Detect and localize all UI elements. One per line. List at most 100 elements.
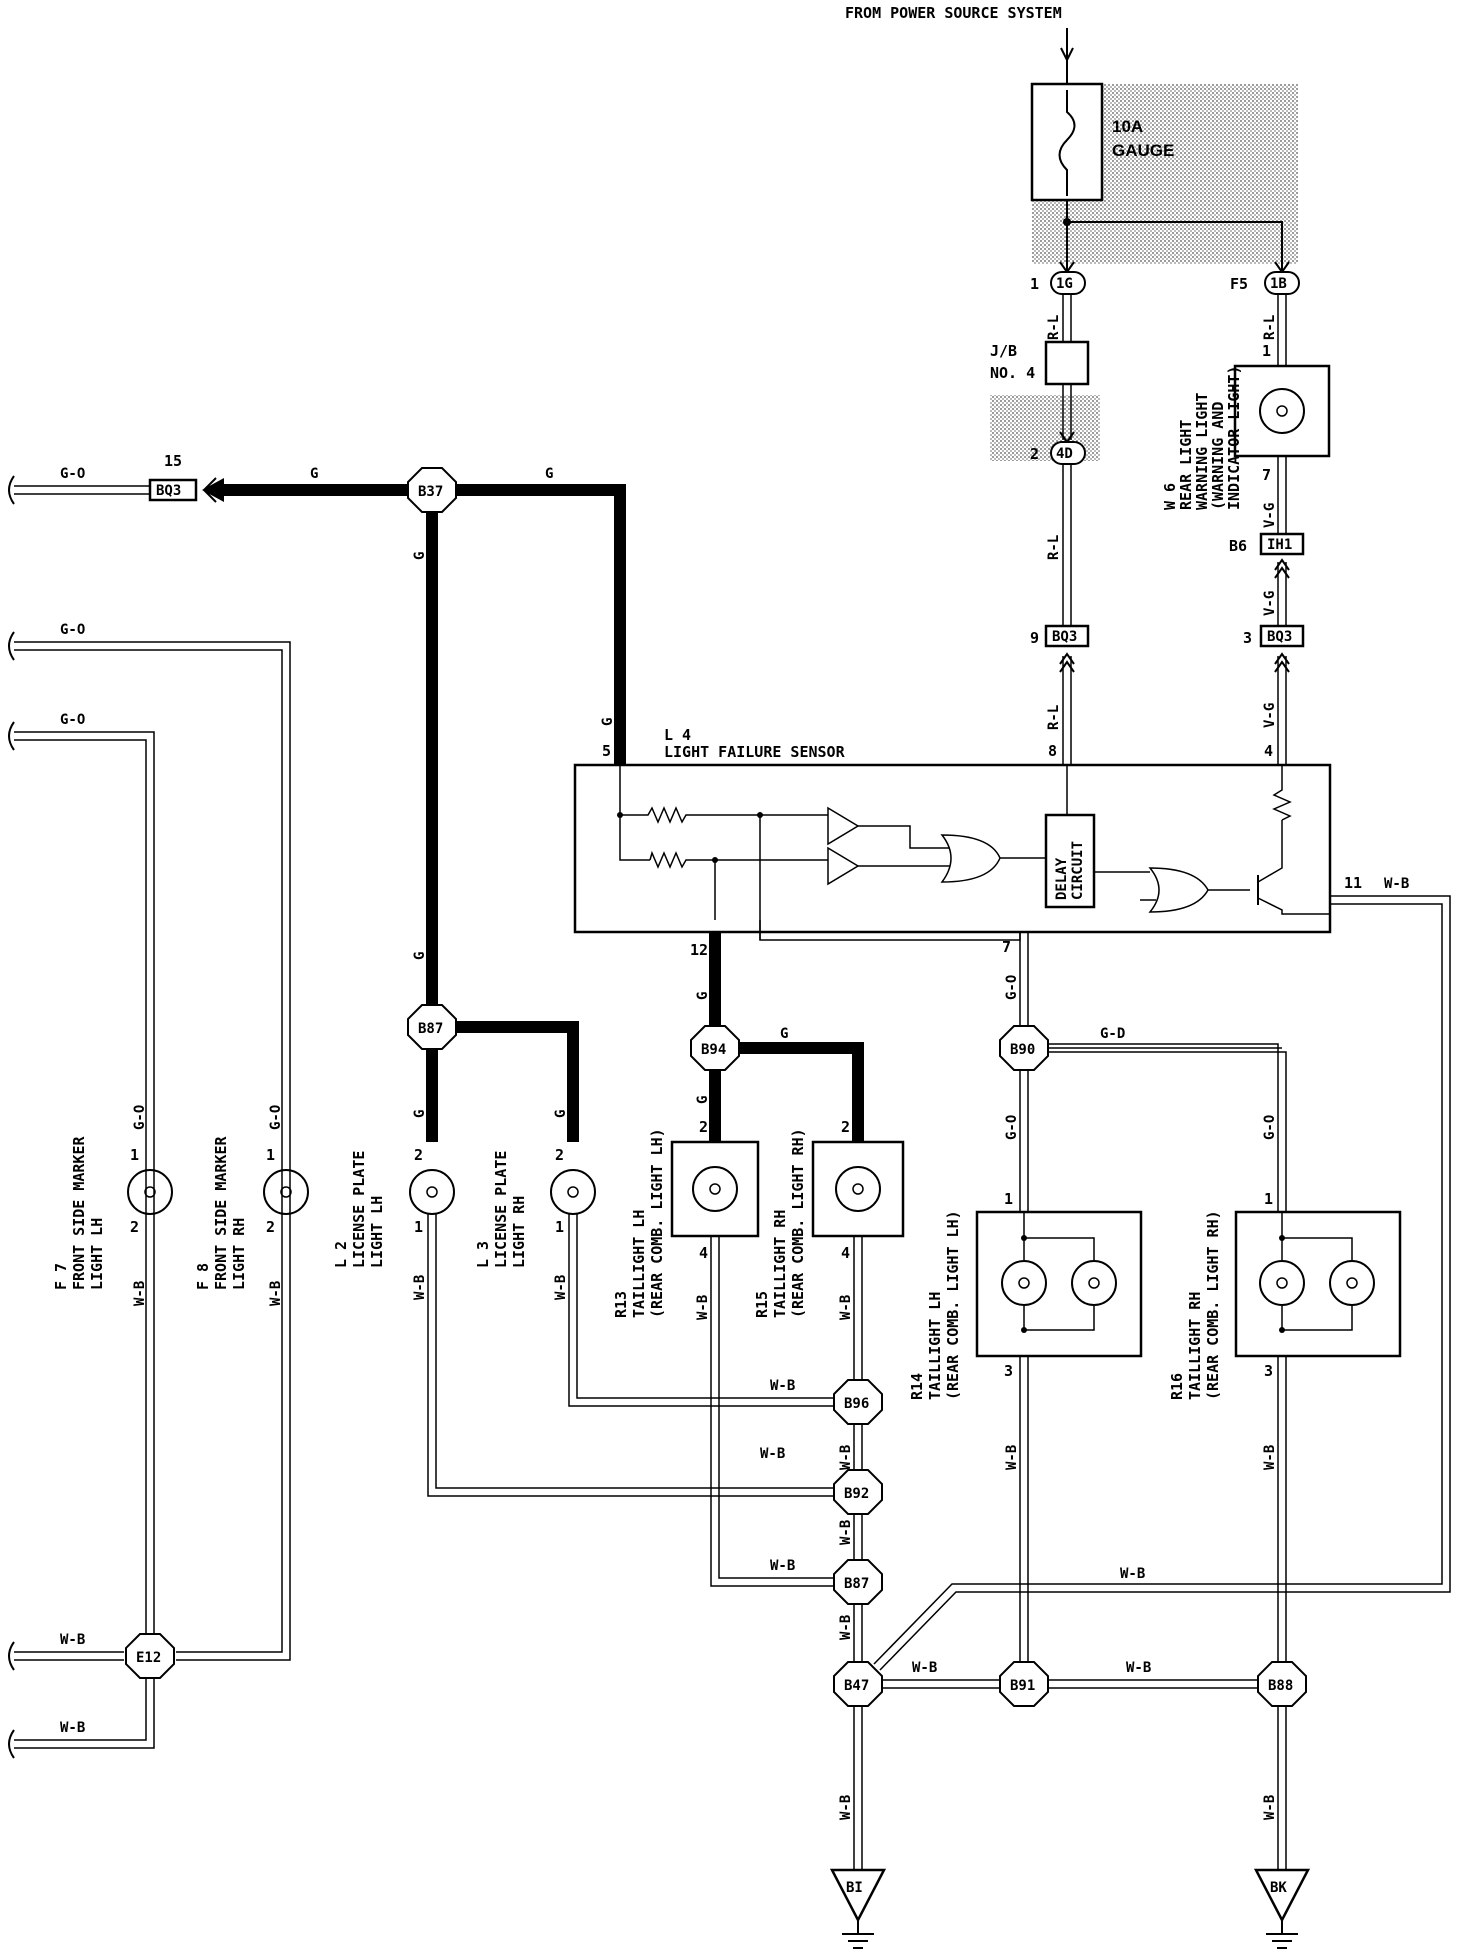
r16-pin-1: 1 — [1264, 1190, 1273, 1208]
wire-label-go-r16: G-O — [1262, 1115, 1278, 1140]
wire-label-rl-w6: R-L — [1262, 315, 1278, 340]
f8-bulb-icon — [263, 1169, 309, 1215]
f7-bulb-filament — [144, 1186, 156, 1198]
wire-label-vg-mid: V-G — [1262, 591, 1278, 616]
wire-label-wb-pin11: W-B — [1384, 876, 1409, 892]
wire-label-g-8: G — [695, 992, 711, 1000]
node-b47-label: B47 — [844, 1678, 869, 1694]
wire-label-g-1: G — [310, 466, 318, 482]
wire-label-go-f8b: G-O — [268, 1105, 284, 1130]
resistor-1-icon — [620, 806, 761, 940]
sensor-pin-8: 8 — [1048, 742, 1057, 760]
wire-break-icon — [8, 721, 15, 751]
gd-wire-b — [1040, 1051, 1287, 1212]
r14-pin-1: 1 — [1004, 1190, 1013, 1208]
node-b37: B37 — [407, 467, 457, 513]
node-e12: E12 — [125, 1633, 175, 1679]
wire-label-wb-l2: W-B — [412, 1275, 428, 1300]
r14-bulb-2-icon — [1071, 1260, 1117, 1306]
connector-ih1-label: IH1 — [1267, 537, 1292, 553]
or-gate-1-icon — [940, 834, 1001, 883]
connector-1g-label: 1G — [1056, 276, 1073, 292]
connector-4d-label: 4D — [1056, 446, 1073, 462]
sensor-pin-4: 4 — [1264, 742, 1273, 760]
sensor-pin-11: 11 — [1344, 874, 1362, 892]
wire-label-go-f7b: G-O — [132, 1105, 148, 1130]
f7-line2: LIGHT LH — [88, 1218, 106, 1290]
wb-wire-l2-b — [435, 1214, 838, 1489]
r15-pin-4: 4 — [841, 1244, 850, 1262]
wire-label-wb-f8: W-B — [268, 1281, 284, 1306]
ground-bi-label: BI — [846, 1880, 863, 1896]
wb-wire-l2-a — [427, 1214, 838, 1497]
r15-id: R15 — [753, 1291, 771, 1318]
f8-bulb-filament — [280, 1186, 292, 1198]
node-b96-label: B96 — [844, 1396, 869, 1412]
node-b87-top-label: B87 — [418, 1021, 443, 1037]
r14-bulb-1-filament — [1018, 1277, 1030, 1289]
w6-pin-7: 7 — [1262, 466, 1271, 484]
r14-bulb-2-filament — [1088, 1277, 1100, 1289]
jb-no4-block — [1044, 340, 1090, 386]
f8-line2: LIGHT RH — [230, 1218, 248, 1290]
node-b92-label: B92 — [844, 1486, 869, 1502]
bq3-mid-arrow2 — [1059, 660, 1075, 673]
node-b94-label: B94 — [701, 1042, 726, 1058]
comp1-out — [858, 825, 950, 849]
wb-wire-r13-b — [718, 1236, 838, 1579]
wire-label-g-3: G — [600, 718, 616, 726]
wire-label-go-r14: G-O — [1004, 1115, 1020, 1140]
ground-bk-label: BK — [1270, 1880, 1287, 1896]
wire-label-g-4: G — [412, 552, 428, 560]
go-wire-f7-b — [14, 739, 147, 1642]
node-b90-label: B90 — [1010, 1042, 1035, 1058]
wire-break-icon — [8, 1641, 15, 1671]
r13-box — [670, 1140, 760, 1238]
w6-bulb-icon — [1259, 388, 1305, 434]
connector-bq3-right — [1259, 624, 1305, 648]
l3-bulb-filament — [567, 1186, 579, 1198]
wire-label-vg-top: V-G — [1262, 503, 1278, 528]
node-b87-bottom-label: B87 — [844, 1576, 869, 1592]
fuse-symbol — [1058, 90, 1076, 196]
ih1-arrow2 — [1274, 566, 1290, 579]
f8-id: F 8 — [194, 1263, 212, 1290]
r16-line1: TAILLIGHT RH — [1186, 1292, 1204, 1400]
wire-break-icon — [8, 475, 15, 505]
ground-bi-icon — [829, 1868, 887, 1923]
node-b88: B88 — [1257, 1661, 1307, 1707]
wire-label-wb-trunk2: W-B — [838, 1520, 854, 1545]
wire-label-go-f7: G-O — [60, 712, 85, 728]
wire-label-g-9: G — [695, 1096, 711, 1104]
r13-pin-2: 2 — [699, 1118, 708, 1136]
wire-label-g-5: G — [412, 952, 428, 960]
l2-line1: LICENSE PLATE — [350, 1151, 368, 1268]
connector-bq3-right-label: BQ3 — [1267, 629, 1292, 645]
go-wire-f8-a — [14, 641, 291, 1661]
sensor-pin-7: 7 — [1002, 938, 1011, 956]
wire-label-go-top: G-O — [60, 466, 85, 482]
r13-line1: TAILLIGHT LH — [630, 1210, 648, 1318]
l3-pin-2: 2 — [555, 1146, 564, 1164]
wire-label-wb-r15: W-B — [838, 1295, 854, 1320]
transistor-emitter — [1257, 897, 1330, 915]
w6-warning-light-box — [1233, 364, 1331, 458]
wire-break-icon — [8, 1729, 15, 1759]
transistor-collector — [1257, 820, 1283, 883]
r15-pin-2: 2 — [841, 1118, 850, 1136]
jb-label: J/B — [990, 342, 1017, 360]
wire-label-wb-b92: W-B — [760, 1446, 785, 1462]
sensor-name: LIGHT FAILURE SENSOR — [664, 743, 846, 761]
l2-bulb-icon — [409, 1169, 455, 1215]
wb-wire-bottom-a — [14, 1676, 147, 1741]
r14-internal-top — [1023, 1212, 1095, 1260]
wire-label-go-f8: G-O — [60, 622, 85, 638]
wire-label-g-10: G — [780, 1026, 788, 1042]
wire-label-wb-b87: W-B — [770, 1558, 795, 1574]
bq3-left-arrow — [202, 478, 224, 502]
sensor-id: L 4 — [664, 726, 691, 744]
wb-wire-pin11-a — [879, 895, 1451, 1671]
f8-pin-1: 1 — [266, 1146, 275, 1164]
node-b94: B94 — [690, 1025, 740, 1071]
wire-label-wb-ground1: W-B — [838, 1795, 854, 1820]
